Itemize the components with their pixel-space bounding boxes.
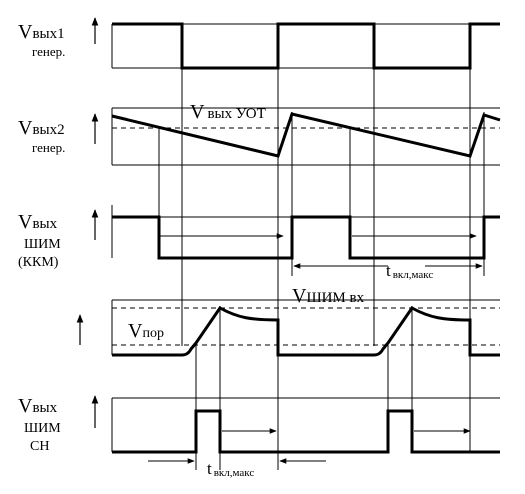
waveform-pwm-kkm [112,215,500,260]
label-gen2-line2: генер. [32,140,65,155]
label-pwm-kkm-sub: вых [32,216,57,232]
label-pwm-in: VШИМ вх [292,285,365,307]
label-gen2: Vвых2 генер. [18,117,65,155]
label-gen1-line2: генер. [32,44,65,59]
label-gen2-main: V [18,117,33,139]
label-t-sn-main: t [207,459,212,478]
label-threshold: Vпор [128,320,164,342]
waveform-gen1 [112,22,500,70]
label-pwm-sn-main: V [18,395,33,417]
label-pwm-in-main: V [292,285,307,307]
label-t-kkm-main: t [386,261,391,280]
label-pwm-sn-line3: СН [30,439,49,454]
waveform-pwm-sn [112,409,500,454]
label-pwm-kkm-line2: ШИМ [24,237,61,252]
label-pwm-in-sub: ШИМ вх [306,290,364,306]
waveform-comp [112,306,500,357]
label-gen1-sub: вых1 [32,26,64,42]
label-t-kkm-sub: вкл,макс [393,269,434,281]
label-threshold-main: V [128,320,143,342]
label-pwm-sn-line2: ШИМ [24,421,61,436]
svg-text:Vвых: Vвых [18,211,58,233]
label-uot-main: V [190,101,205,123]
label-pwm-sn: Vвых ШИМ СН [18,395,61,454]
label-pwm-kkm: Vвых ШИМ (ККМ) [18,211,61,270]
label-gen1: Vвых1 генер. [18,21,65,59]
svg-text:Vвых1: Vвых1 [18,21,65,43]
label-pwm-kkm-main: V [18,211,33,233]
svg-text:Vвых: Vвых [18,395,58,417]
svg-text:Vвых2: Vвых2 [18,117,65,139]
label-pwm-kkm-line3: (ККМ) [18,255,59,270]
label-threshold-sub: пор [142,326,164,341]
label-pwm-sn-sub: вых [32,400,57,416]
label-gen1-main: V [18,21,33,43]
label-gen2-sub: вых2 [32,122,64,138]
label-t-sn-sub: вкл,макс [214,467,255,479]
label-uot-sub: вых УОТ [207,106,265,122]
waveform-gen2 [111,112,501,158]
